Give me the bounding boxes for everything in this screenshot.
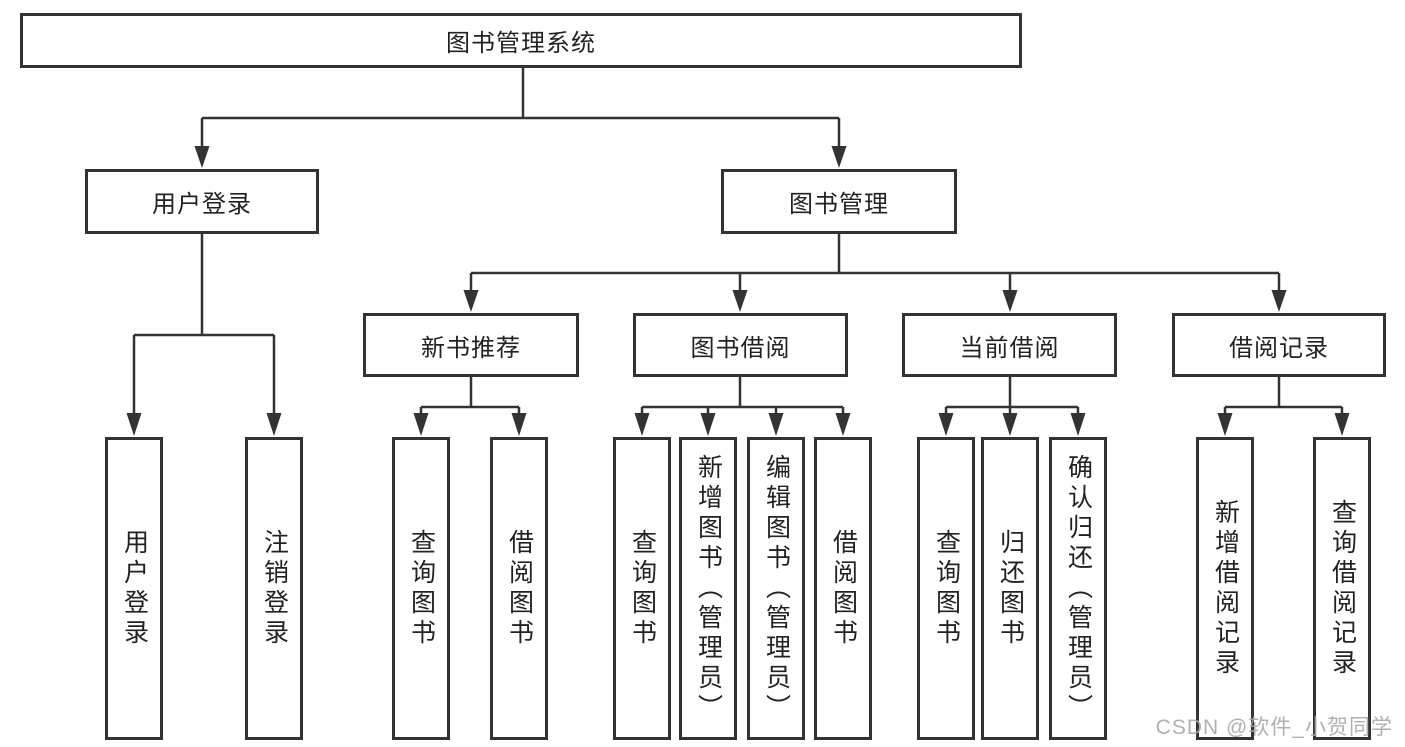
leaf-query-books-borrow-label: 查询图书 — [628, 528, 657, 649]
node-user-login: 用户登录 — [85, 169, 319, 234]
csdn-watermark: CSDN @软件_小贺同学 — [1155, 716, 1393, 739]
leaf-query-books-borrow: 查询图书 — [613, 437, 671, 740]
leaf-borrow-books: 借阅图书 — [814, 437, 872, 740]
leaf-edit-books-admin-label: 编辑图书（管理员） — [762, 453, 791, 724]
leaf-return-books: 归还图书 — [981, 437, 1039, 740]
leaf-query-books-current: 查询图书 — [917, 437, 975, 740]
node-root: 图书管理系统 — [20, 13, 1022, 68]
leaf-query-books-recommend-label: 查询图书 — [407, 528, 436, 649]
leaf-borrow-books-recommend-label: 借阅图书 — [505, 528, 534, 649]
node-book-management: 图书管理 — [721, 169, 957, 234]
leaf-logout: 注销登录 — [245, 437, 303, 740]
leaf-user-login-label: 用户登录 — [120, 528, 149, 649]
arrowheads — [126, 146, 1350, 436]
leaf-borrow-books-recommend: 借阅图书 — [490, 437, 548, 740]
leaf-confirm-return-admin-label: 确认归还（管理员） — [1064, 453, 1093, 724]
leaf-add-borrow-record: 新增借阅记录 — [1196, 437, 1254, 740]
leaf-confirm-return-admin: 确认归还（管理员） — [1049, 437, 1107, 740]
leaf-return-books-label: 归还图书 — [996, 528, 1025, 649]
leaf-query-borrow-record: 查询借阅记录 — [1313, 437, 1371, 740]
leaf-borrow-books-label: 借阅图书 — [829, 528, 858, 649]
node-current-borrow: 当前借阅 — [902, 313, 1117, 377]
leaf-query-books-current-label: 查询图书 — [932, 528, 961, 649]
leaf-query-borrow-record-label: 查询借阅记录 — [1328, 498, 1357, 679]
leaf-user-login: 用户登录 — [105, 437, 163, 740]
node-new-book-recommend: 新书推荐 — [363, 313, 579, 377]
leaf-edit-books-admin: 编辑图书（管理员） — [747, 437, 805, 740]
leaf-add-borrow-record-label: 新增借阅记录 — [1211, 498, 1240, 679]
leaf-logout-label: 注销登录 — [260, 528, 289, 649]
leaf-add-books-admin-label: 新增图书（管理员） — [694, 453, 723, 724]
node-borrow-records: 借阅记录 — [1172, 313, 1386, 377]
leaf-add-books-admin: 新增图书（管理员） — [679, 437, 737, 740]
leaf-query-books-recommend: 查询图书 — [392, 437, 450, 740]
node-book-borrow: 图书借阅 — [633, 313, 848, 377]
